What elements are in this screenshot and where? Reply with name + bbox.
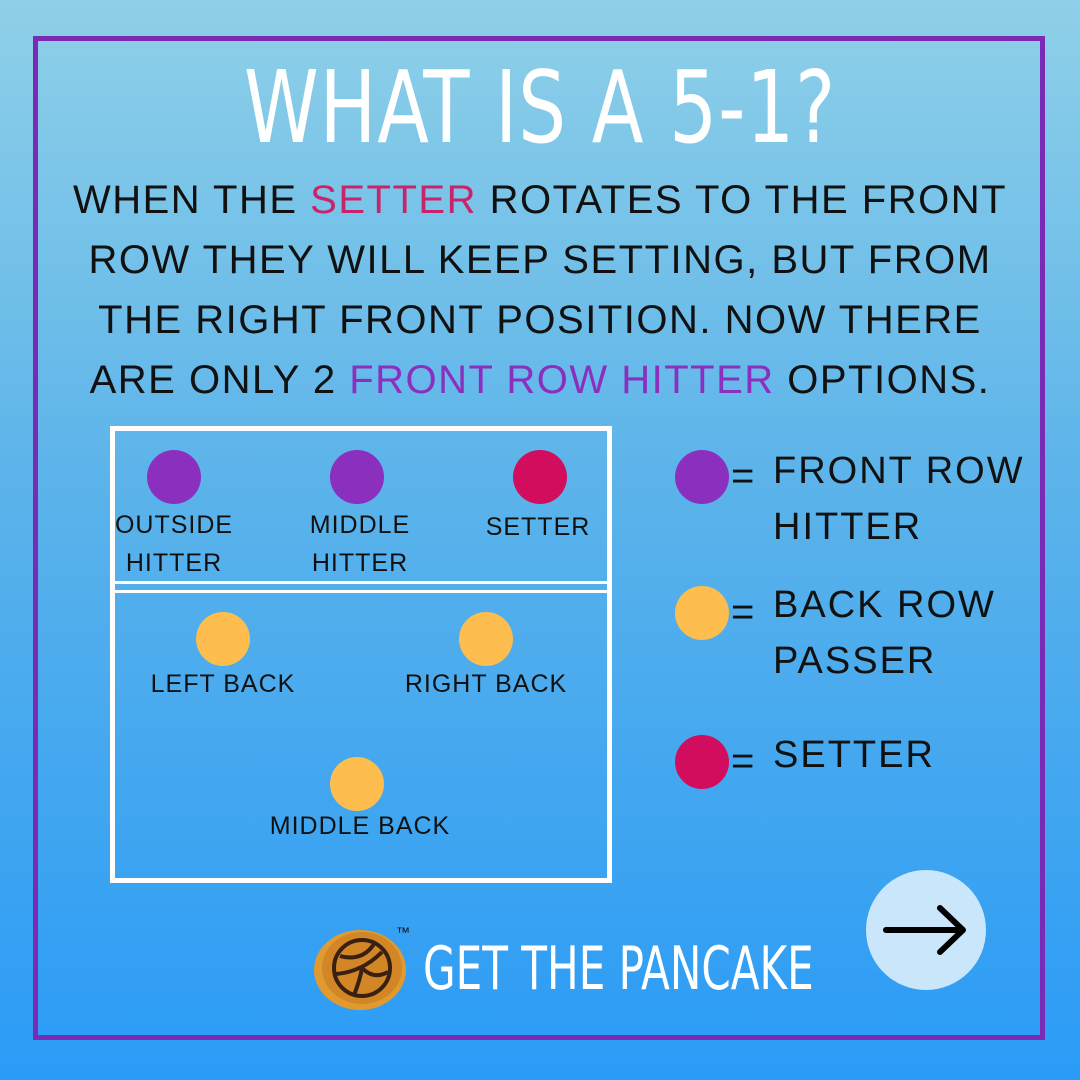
middle-hitter-label: MIDDLE HITTER [300,506,420,582]
setter-dot [513,450,567,504]
arrow-right-icon [883,905,966,955]
trademark-symbol: ™ [396,924,410,940]
legend-setter-label: SETTER [773,734,935,776]
outside-hitter-label-line2: HITTER [125,549,223,577]
middle-hitter-dot [330,450,384,504]
right-back-dot [459,612,513,666]
middle-hitter-label-line1: MIDDLE [309,511,411,539]
right-back-label: RIGHT BACK [404,670,568,698]
volleyball-court [110,426,612,883]
setter-highlight: SETTER [310,178,477,222]
description-text: WHEN THE SETTER ROTATES TO THE FRONT ROW… [60,170,1020,410]
description-part-1: WHEN THE [72,178,311,222]
legend-setter-dot [675,735,729,789]
legend-front-row-hitter-line1: FRONT ROW [773,450,1025,492]
legend-front-row-hitter-dot [675,450,729,504]
legend-back-row-passer-dot [675,586,729,640]
next-button[interactable] [866,870,986,990]
legend-back-row-passer-line2: PASSER [773,640,937,682]
left-back-label: LEFT BACK [150,670,296,698]
description-part-2: ROTATES TO THE FRONT ROW THEY WILL KEEP … [88,178,1008,402]
description-part-3: OPTIONS. [774,358,991,402]
legend-equals-3: = [731,739,755,783]
outside-hitter-label: OUTSIDE HITTER [114,506,234,582]
decorative-frame [33,36,1045,1040]
middle-hitter-label-line2: HITTER [311,549,409,577]
legend-front-row-hitter-line2: HITTER [773,506,923,548]
legend-back-row-passer-line1: BACK ROW [773,584,996,626]
setter-label: SETTER [485,513,591,541]
middle-back-dot [330,757,384,811]
outside-hitter-dot [147,450,201,504]
legend-back-row-passer-label: BACK ROW PASSER [773,577,996,689]
court-net-line [110,581,612,593]
outside-hitter-label-line1: OUTSIDE [114,511,234,539]
page-title: WHAT IS A 5-1? [243,49,837,166]
legend-equals-1: = [731,454,755,498]
legend-equals-2: = [731,590,755,634]
left-back-dot [196,612,250,666]
volleyball-icon [312,922,412,1012]
brand-name: GET THE PANCAKE [423,934,814,1004]
middle-back-label: MIDDLE BACK [269,812,451,840]
hitter-highlight: FRONT ROW HITTER [349,358,775,402]
legend-front-row-hitter-label: FRONT ROW HITTER [773,443,1025,555]
